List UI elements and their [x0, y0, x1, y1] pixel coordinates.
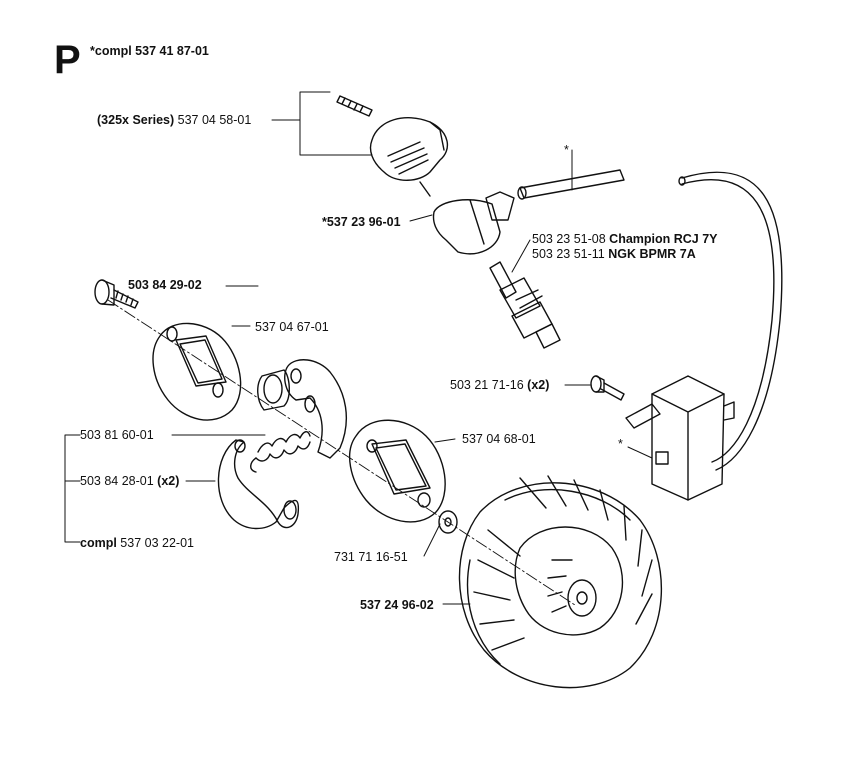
callout-plug-champion-number: 503 23 51-08: [532, 232, 606, 246]
callout-plate-lower: 537 04 68-01: [462, 432, 536, 446]
callout-plug-ngk-type: NGK BPMR 7A: [608, 247, 696, 261]
coil-screw: [590, 375, 625, 401]
leader-lines: [64, 91, 653, 605]
spark-plug-boot: [432, 191, 515, 255]
callout-clutch-number: 537 03 22-01: [120, 536, 194, 550]
assembly-axis: [107, 299, 576, 606]
callout-star-coil-number: *: [618, 437, 623, 451]
callout-shoe-number: 503 84 28-01: [80, 474, 154, 488]
callout-clutch-note: compl: [80, 536, 117, 550]
callout-shoe-qty: (x2): [157, 474, 180, 488]
spark-plug: [489, 261, 561, 349]
callout-flywheel: 537 24 96-02: [360, 598, 434, 612]
callout-screw-number: 503 84 29-02: [128, 278, 202, 292]
pin: [336, 95, 373, 117]
header-prefix: *compl: [90, 44, 132, 58]
callout-plug-champion-type: Champion RCJ 7Y: [609, 232, 718, 246]
assembly-header: *compl 537 41 87-01: [90, 44, 209, 58]
hub-bushing: [257, 369, 290, 411]
callout-cover: (325x Series) 537 04 58-01: [97, 113, 251, 127]
callout-plug-ngk-number: 503 23 51-11: [532, 247, 605, 261]
callout-shoe: 503 84 28-01 (x2): [80, 474, 179, 488]
section-letter: P: [54, 38, 81, 82]
clutch-spring: [250, 431, 311, 473]
callout-screw: 503 84 29-02: [128, 278, 202, 292]
flywheel: [458, 475, 662, 689]
callout-plug-ngk: 503 23 51-11 NGK BPMR 7A: [532, 247, 696, 261]
clutch-screw: [94, 279, 139, 309]
clutch-shoe-lower: [217, 439, 300, 530]
ignition-module: [625, 375, 735, 501]
header-part-number: 537 41 87-01: [135, 44, 209, 58]
washer: [438, 510, 458, 534]
callout-plate-upper-number: 537 04 67-01: [255, 320, 329, 334]
callout-coil-screw: 503 21 71-16 (x2): [450, 378, 549, 392]
clutch-plate-lower: [349, 419, 446, 523]
callout-star-tube-number: *: [564, 143, 569, 157]
callout-washer: 731 71 16-51: [334, 550, 408, 564]
callout-coil-screw-qty: (x2): [527, 378, 550, 392]
callout-plug-champion: 503 23 51-08 Champion RCJ 7Y: [532, 232, 718, 246]
clutch-plate-upper: [152, 322, 242, 421]
callout-star-coil: *: [618, 437, 623, 451]
clutch-shoe-upper: [284, 359, 347, 459]
callout-boot-number: *537 23 96-01: [322, 215, 401, 229]
callout-flywheel-number: 537 24 96-02: [360, 598, 434, 612]
callout-spring-number: 503 81 60-01: [80, 428, 154, 442]
callout-clutch: compl 537 03 22-01: [80, 536, 194, 550]
callout-boot: *537 23 96-01: [322, 215, 401, 229]
ht-lead: [678, 171, 783, 471]
callout-cover-note: (325x Series): [97, 113, 175, 127]
callout-coil-screw-number: 503 21 71-16: [450, 378, 524, 392]
cover: [369, 117, 449, 197]
callout-star-tube: *: [564, 143, 569, 157]
callout-plate-lower-number: 537 04 68-01: [462, 432, 536, 446]
callout-washer-number: 731 71 16-51: [334, 550, 408, 564]
callout-plate-upper: 537 04 67-01: [255, 320, 329, 334]
callout-cover-number: 537 04 58-01: [177, 113, 252, 127]
lead-tube: [517, 169, 625, 200]
callout-spring: 503 81 60-01: [80, 428, 154, 442]
